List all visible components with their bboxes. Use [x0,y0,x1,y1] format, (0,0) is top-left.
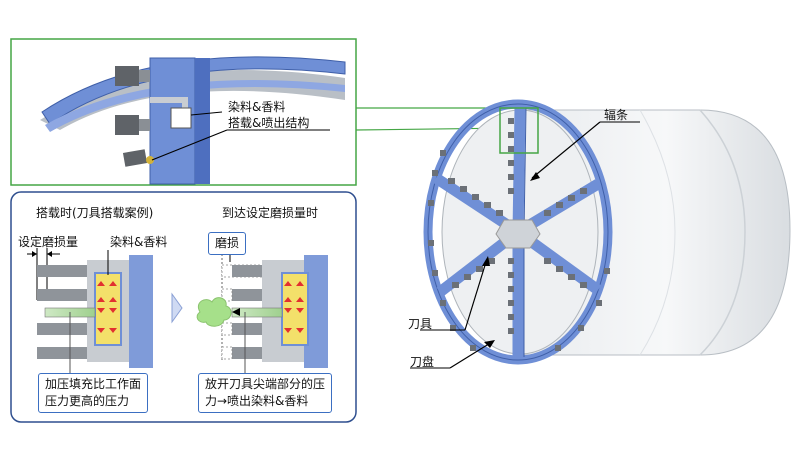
wear-tag: 磨损 [208,232,247,255]
right-panel-title: 到达设定磨损量时 [222,206,319,220]
worn-state-diagram [196,244,328,400]
cutter-teeth [428,118,610,351]
left-panel-title: 搭载时(刀具搭载案例) [36,206,154,220]
right-note-line2: 力→喷出染料&香料 [205,394,309,408]
cutter-label: 刀具 [408,317,433,331]
right-note: 放开刀具尖端部分的压 力→喷出染料&香料 [198,373,333,413]
mounted-state-diagram [27,248,153,400]
left-note-line1: 加压填充比工作面 [45,377,142,391]
left-note-line2: 压力更高的压力 [45,394,130,408]
inset-label-line1: 染料&香料 [228,100,286,114]
spoke-label: 辐条 [604,108,629,122]
cutterhead-label: 刀盘 [410,355,435,369]
dye-label: 染料&香料 [110,235,168,249]
left-note: 加压填充比工作面 压力更高的压力 [38,373,149,413]
highlight-box [499,107,539,154]
pressure-arrows [97,281,117,333]
tunnel-boring-machine [410,99,791,369]
inset-label-line2: 搭载&喷出结构 [228,116,310,130]
right-note-line1: 放开刀具尖端部分的压 [205,377,326,391]
inset-detail-view [10,38,357,186]
wear-dimension-label: 设定磨损量 [18,235,79,249]
spray-cloud [196,297,232,327]
wear-detail-panel [10,191,357,423]
transition-arrow [171,292,183,324]
